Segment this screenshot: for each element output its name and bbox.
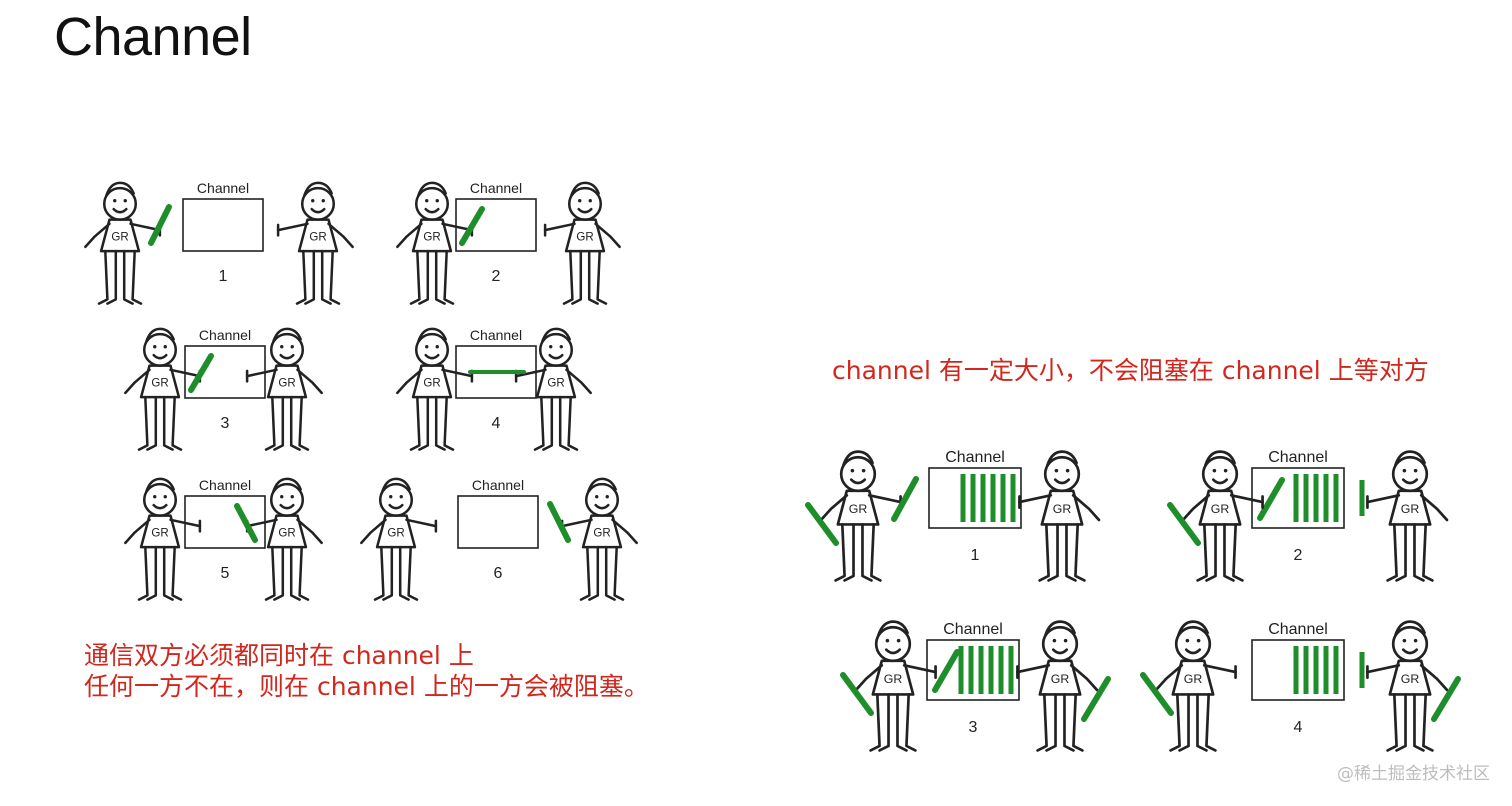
slide-title: Channel — [54, 7, 252, 67]
step-number: 3 — [969, 719, 978, 736]
buffered-panel-2: Channel 2 GR GR — [1167, 449, 1449, 582]
step-number: 2 — [1294, 547, 1303, 564]
stick-figure-icon: GR — [1018, 450, 1101, 582]
unbuffered-caption: 通信双方必须都同时在 channel 上 任何一方不在，则在 channel 上… — [84, 640, 649, 702]
green-baton-icon — [1257, 477, 1285, 521]
unbuffered-panel-1: Channel 1 GR GR — [84, 180, 354, 305]
channel-box — [457, 495, 539, 549]
stick-figure-icon: GR — [854, 620, 937, 752]
step-number: 4 — [1294, 719, 1303, 736]
person-label: GR — [849, 502, 868, 516]
unbuffered-caption-line-1: 通信双方必须都同时在 channel 上 — [84, 641, 474, 670]
person-label: GR — [423, 378, 440, 390]
step-number: 3 — [221, 415, 230, 432]
channel-box — [455, 198, 537, 252]
person-label: GR — [1184, 672, 1203, 686]
stick-figure-icon: GR — [360, 477, 438, 601]
buffered-panel-1: Channel 1 GR GR — [805, 449, 1101, 582]
person-label: GR — [576, 232, 593, 244]
stick-figure-icon: GR — [514, 327, 592, 451]
buffered-panel-3: Channel 3 GR GR — [840, 620, 1111, 752]
stick-figure-icon: GR — [1181, 450, 1264, 582]
channel-box-label: Channel — [199, 477, 251, 493]
green-baton-icon — [188, 353, 214, 393]
person-label: GR — [309, 232, 326, 244]
channel-box-label: Channel — [943, 621, 1003, 638]
stick-figure-icon: GR — [1154, 620, 1237, 752]
person-label: GR — [423, 232, 440, 244]
green-baton-icon — [547, 501, 571, 543]
person-label: GR — [884, 672, 903, 686]
buffered-caption: channel 有一定大小，不会阻塞在 channel 上等对方 — [832, 356, 1429, 385]
channel-box-label: Channel — [945, 449, 1005, 466]
stick-figure-icon: GR — [560, 477, 638, 601]
channel-box — [182, 198, 264, 252]
stick-figure-icon: GR — [245, 477, 323, 601]
unbuffered-panel-2: Channel 2 GR GR — [396, 180, 621, 305]
person-label: GR — [278, 378, 295, 390]
step-number: 4 — [492, 415, 501, 432]
green-baton-icon — [805, 502, 839, 546]
step-number: 2 — [492, 268, 501, 285]
unbuffered-caption-line-2: 任何一方不在，则在 channel 上的一方会被阻塞。 — [84, 672, 649, 701]
channel-box-label: Channel — [470, 180, 522, 196]
stick-figure-icon: GR — [276, 181, 354, 305]
stick-figure-icon: GR — [124, 327, 202, 451]
stick-figure-icon: GR — [84, 181, 162, 305]
stick-figure-icon: GR — [1366, 620, 1449, 752]
green-baton-icon — [234, 503, 258, 543]
person-label: GR — [111, 232, 128, 244]
green-baton-icon — [1431, 676, 1461, 722]
stick-figure-icon: GR — [396, 181, 474, 305]
stick-figure-icon: GR — [245, 327, 323, 451]
step-number: 5 — [221, 565, 230, 582]
green-baton-icon — [459, 206, 485, 246]
green-baton-icon — [840, 672, 874, 716]
person-label: GR — [278, 528, 295, 540]
person-label: GR — [1401, 672, 1420, 686]
step-number: 6 — [494, 565, 503, 582]
stick-figure-icon: GR — [1016, 620, 1099, 752]
person-label: GR — [151, 378, 168, 390]
green-baton-icon — [891, 476, 919, 522]
green-baton-icon — [932, 649, 960, 693]
person-label: GR — [1053, 502, 1072, 516]
person-label: GR — [387, 528, 404, 540]
unbuffered-panel-6: Channel 6 GR GR — [360, 477, 638, 601]
channel-box-label: Channel — [197, 180, 249, 196]
person-label: GR — [151, 528, 168, 540]
site-watermark: @稀土掘金技术社区 — [1337, 764, 1490, 784]
unbuffered-panel-3: Channel 3 GR GR — [124, 327, 323, 451]
stick-figure-icon: GR — [543, 181, 621, 305]
person-label: GR — [1211, 502, 1230, 516]
green-baton-icon — [148, 204, 172, 246]
person-label: GR — [1401, 502, 1420, 516]
person-label: GR — [593, 528, 610, 540]
channel-box-label: Channel — [470, 327, 522, 343]
green-baton-icon — [1167, 502, 1201, 546]
green-baton-icon — [1140, 672, 1174, 716]
unbuffered-panel-4: Channel 4 GR GR — [396, 327, 592, 451]
green-baton-icon — [1081, 676, 1111, 722]
step-number: 1 — [971, 547, 980, 564]
buffered-panel-4: Channel 4 GR GR — [1140, 620, 1461, 752]
step-number: 1 — [219, 268, 228, 285]
stick-figure-icon: GR — [1366, 450, 1449, 582]
stick-figure-icon: GR — [124, 477, 202, 601]
channel-box-label: Channel — [199, 327, 251, 343]
channel-box-label: Channel — [1268, 621, 1328, 638]
person-label: GR — [1051, 672, 1070, 686]
channel-box-label: Channel — [1268, 449, 1328, 466]
person-label: GR — [547, 378, 564, 390]
stick-figure-icon: GR — [819, 450, 902, 582]
channel-box-label: Channel — [472, 477, 524, 493]
channel-box — [184, 345, 266, 399]
unbuffered-panel-5: Channel 5 GR GR — [124, 477, 323, 601]
